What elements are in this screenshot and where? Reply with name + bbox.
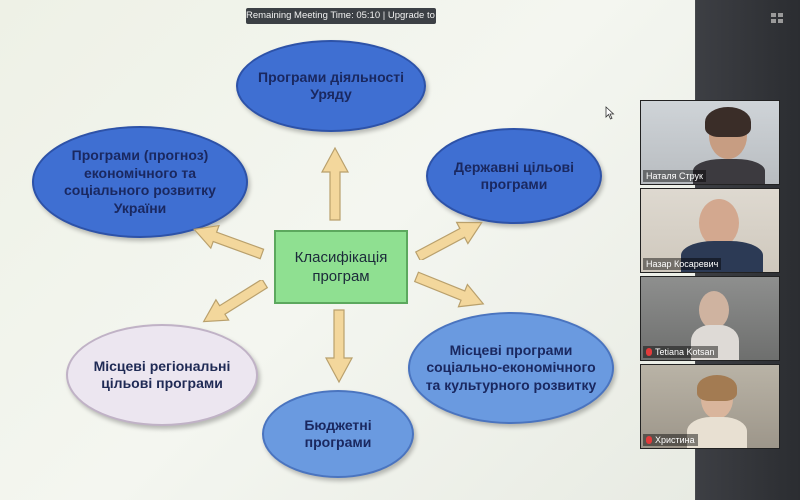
participant-name: Назар Косаревич bbox=[643, 258, 722, 270]
node-label: Місцеві програми соціально-економічного … bbox=[425, 341, 597, 393]
node-label: Державні цільові програми bbox=[453, 158, 575, 193]
node-forecast-programs: Програми (прогноз) економічного та соціа… bbox=[32, 126, 248, 238]
participant-tile[interactable]: Христина bbox=[640, 364, 780, 449]
arrow-right-icon bbox=[414, 221, 483, 260]
mouse-cursor-icon bbox=[605, 106, 615, 120]
participant-tile[interactable]: Tetiana Kotsan bbox=[640, 276, 780, 361]
node-budget-programs: Бюджетні програми bbox=[262, 390, 414, 478]
mic-muted-icon bbox=[646, 436, 652, 444]
participant-tile[interactable]: Наталя Струк bbox=[640, 100, 780, 185]
node-state-target-programs: Державні цільові програми bbox=[426, 128, 602, 224]
arrow-left-icon bbox=[193, 224, 265, 260]
center-label: Класифікація програм bbox=[294, 248, 388, 286]
arrow-up-icon bbox=[320, 146, 350, 221]
participant-tile[interactable]: Назар Косаревич bbox=[640, 188, 780, 273]
arrow-down-icon bbox=[324, 309, 354, 384]
participant-name: Tetiana Kotsan bbox=[655, 347, 715, 357]
node-government-programs: Програми діяльності Уряду bbox=[236, 40, 426, 132]
node-label: Програми діяльності Уряду bbox=[258, 68, 404, 103]
presentation-slide: Програми діяльності Уряду Програми (прог… bbox=[0, 0, 695, 500]
mic-muted-icon bbox=[646, 348, 652, 356]
node-local-socioeconomic-programs: Місцеві програми соціально-економічного … bbox=[408, 312, 614, 424]
grid-view-icon[interactable] bbox=[770, 12, 784, 24]
meeting-bar-text: Remaining Meeting Time: 05:10 | Upgrade … bbox=[246, 10, 436, 21]
node-local-regional-programs: Місцеві регіональні цільові програми bbox=[66, 324, 258, 426]
participant-name: Наталя Струк bbox=[643, 170, 706, 182]
center-classification-box: Класифікація програм bbox=[274, 230, 408, 304]
node-label: Бюджетні програми bbox=[304, 416, 372, 451]
participant-name: Христина bbox=[655, 435, 695, 445]
arrow-down-right-icon bbox=[413, 271, 485, 308]
node-label: Місцеві регіональні цільові програми bbox=[93, 357, 231, 392]
node-label: Програми (прогноз) економічного та соціа… bbox=[64, 147, 216, 216]
arrow-down-left-icon bbox=[202, 280, 269, 323]
remaining-meeting-time-banner[interactable]: Remaining Meeting Time: 05:10 | Upgrade … bbox=[246, 8, 436, 24]
